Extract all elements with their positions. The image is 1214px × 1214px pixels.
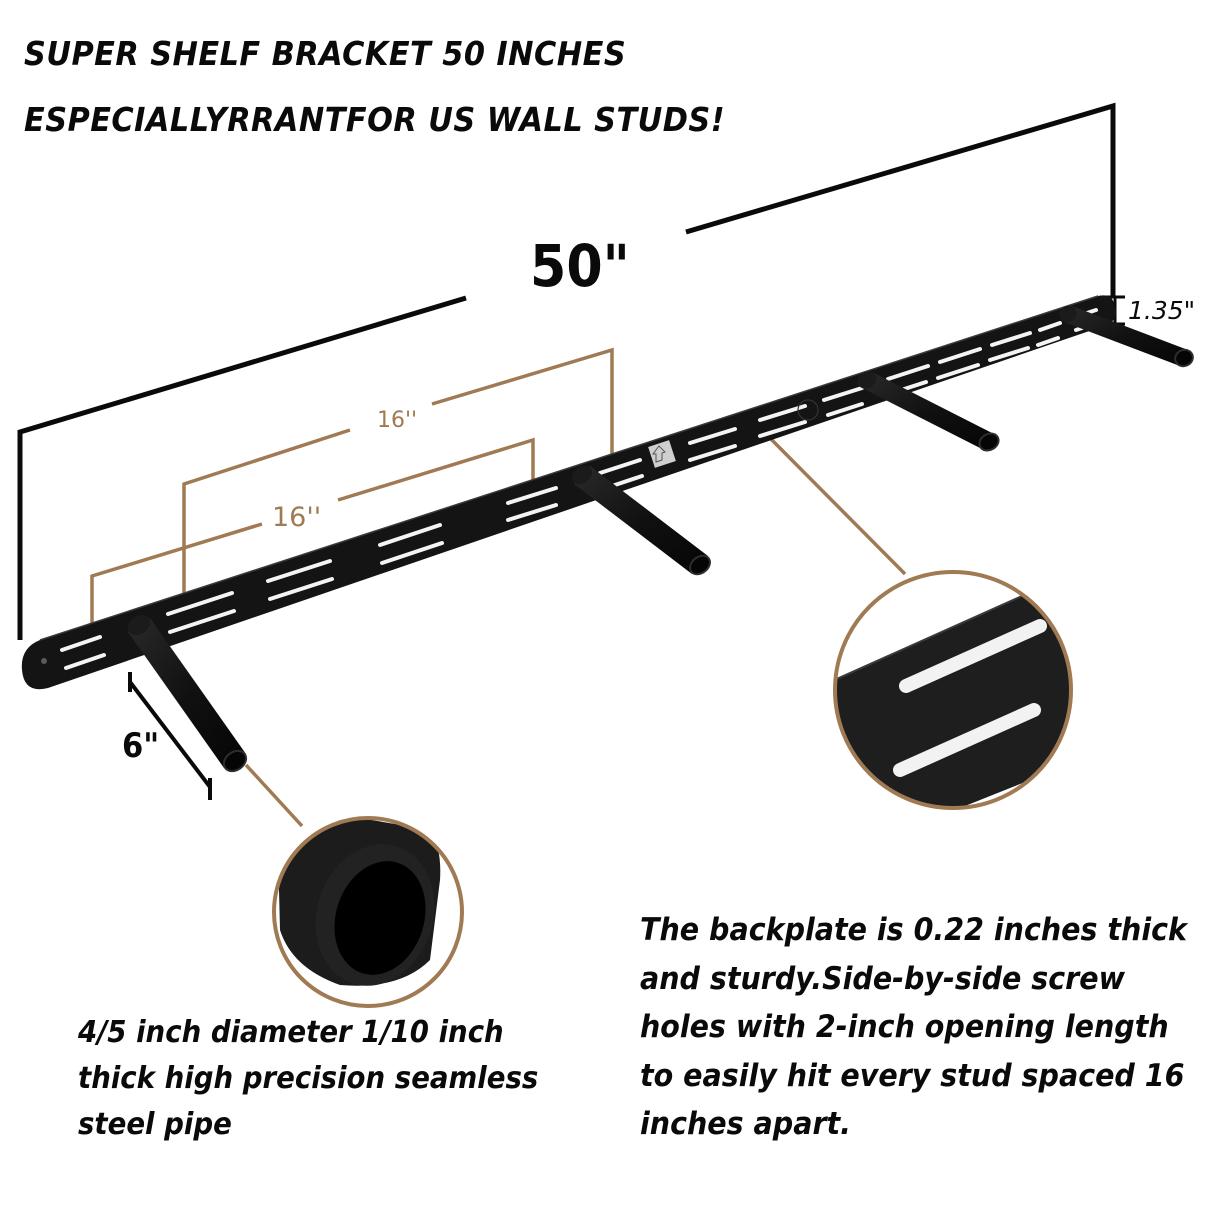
arm-length-label: 6"	[122, 726, 160, 766]
pipe-end-closeup-icon	[272, 816, 464, 1008]
backplate	[21, 295, 1116, 690]
stud-spacing-lower-label: 16''	[272, 502, 322, 533]
arm-length-dimension	[128, 672, 212, 800]
backplate-description: The backplate is 0.22 inches thick and s…	[640, 912, 1188, 1142]
total-length-dimension	[17, 102, 1116, 640]
title-line-2: ESPECIALLYRRANTFOR US WALL STUDS!	[24, 100, 726, 139]
logo-emblem-icon	[797, 399, 819, 421]
pipe-description: 4/5 inch diameter 1/10 inch thick high p…	[78, 1015, 539, 1142]
stud-spacing-upper-label: 16''	[377, 408, 418, 433]
title-line-1: SUPER SHELF BRACKET 50 INCHES	[24, 34, 627, 73]
bracket-arms	[127, 305, 1194, 773]
arm-1	[127, 614, 248, 773]
arm-2	[572, 465, 711, 576]
arm-4	[1059, 305, 1194, 368]
backplate-slot-closeup-icon	[833, 570, 1073, 810]
plate-height-label: 1.35"	[1128, 296, 1196, 325]
arm-3	[857, 371, 1000, 452]
total-length-label: 50"	[530, 232, 630, 300]
